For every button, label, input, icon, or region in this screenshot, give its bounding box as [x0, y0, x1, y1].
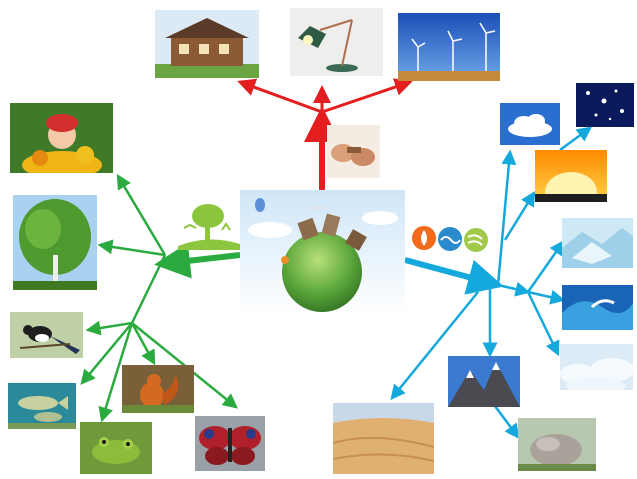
- wind-turbines-image: [398, 13, 500, 81]
- frog-image: [80, 422, 152, 474]
- clouds-image: [500, 103, 560, 145]
- center-globe-image: [240, 190, 405, 315]
- wooden-house-image: [155, 10, 259, 78]
- man-made-arrows: [237, 78, 413, 190]
- girl-with-autumn-leaves-image: [10, 103, 113, 173]
- hands-crafting-icon: [327, 125, 380, 178]
- boulder-image: [518, 418, 596, 471]
- butterfly-image: [195, 416, 265, 471]
- mountains-image: [448, 356, 520, 407]
- sunset-image: [535, 150, 607, 202]
- starry-sky-image: [576, 83, 634, 127]
- snow-image: [560, 344, 633, 390]
- magpie-image: [10, 312, 83, 358]
- ocean-wave-image: [562, 285, 633, 330]
- fire-water-air-elements-icon: [410, 223, 490, 255]
- desert-sand-image: [333, 403, 434, 474]
- ice-image: [562, 218, 633, 268]
- desk-lamp-image: [290, 8, 383, 76]
- tree-with-birds-and-deer-icon: [178, 198, 240, 250]
- squirrel-image: [122, 365, 194, 413]
- fish-image: [8, 383, 76, 429]
- birch-tree-image: [13, 195, 97, 290]
